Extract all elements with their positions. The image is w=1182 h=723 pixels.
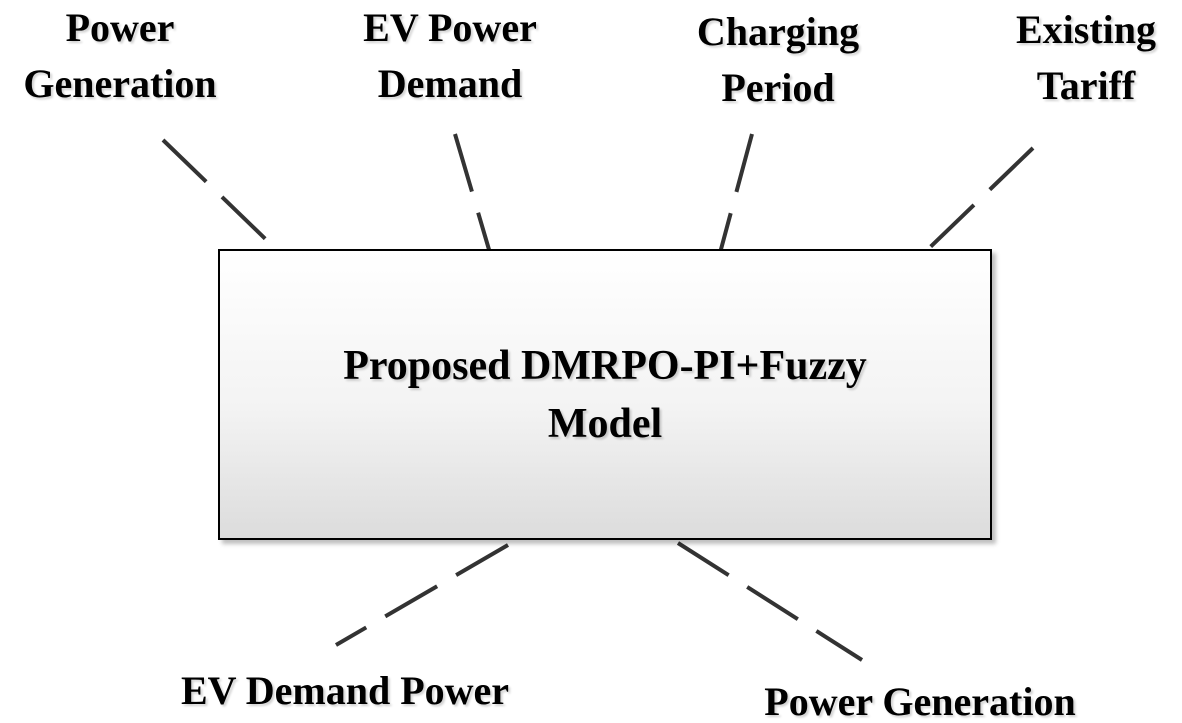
connector-power-generation-output	[676, 541, 864, 662]
input-label-line: Power	[65, 5, 175, 50]
connector-ev-power-demand-input	[453, 133, 492, 254]
output-label-power-generation: Power Generation	[700, 674, 1140, 723]
output-label-text: EV Demand Power	[180, 668, 510, 713]
input-label-line: Demand	[377, 61, 523, 106]
model-title-line: Model	[547, 400, 663, 447]
connector-ev-demand-power-output	[334, 543, 510, 647]
input-label-line: EV Power	[363, 5, 537, 50]
input-label-ev-power-demand: EV Power Demand	[330, 0, 570, 112]
input-label-line: Existing	[1015, 7, 1157, 52]
connector-power-generation-input	[161, 138, 282, 255]
input-label-power-generation: Power Generation	[0, 0, 240, 112]
input-label-charging-period: Charging Period	[658, 4, 898, 116]
input-label-line: Generation	[23, 61, 217, 106]
output-label-ev-demand-power: EV Demand Power	[120, 663, 570, 719]
output-label-text: Power Generation	[764, 679, 1076, 723]
connector-existing-tariff-input	[922, 146, 1035, 255]
model-box: Proposed DMRPO-PI+Fuzzy Model	[218, 249, 992, 540]
input-label-line: Charging	[696, 9, 860, 54]
model-title-line: Proposed DMRPO-PI+Fuzzy	[343, 342, 867, 389]
input-label-existing-tariff: Existing Tariff	[990, 2, 1182, 114]
connector-charging-period-input	[718, 133, 754, 254]
input-label-line: Tariff	[1036, 63, 1136, 108]
input-label-line: Period	[721, 65, 835, 110]
